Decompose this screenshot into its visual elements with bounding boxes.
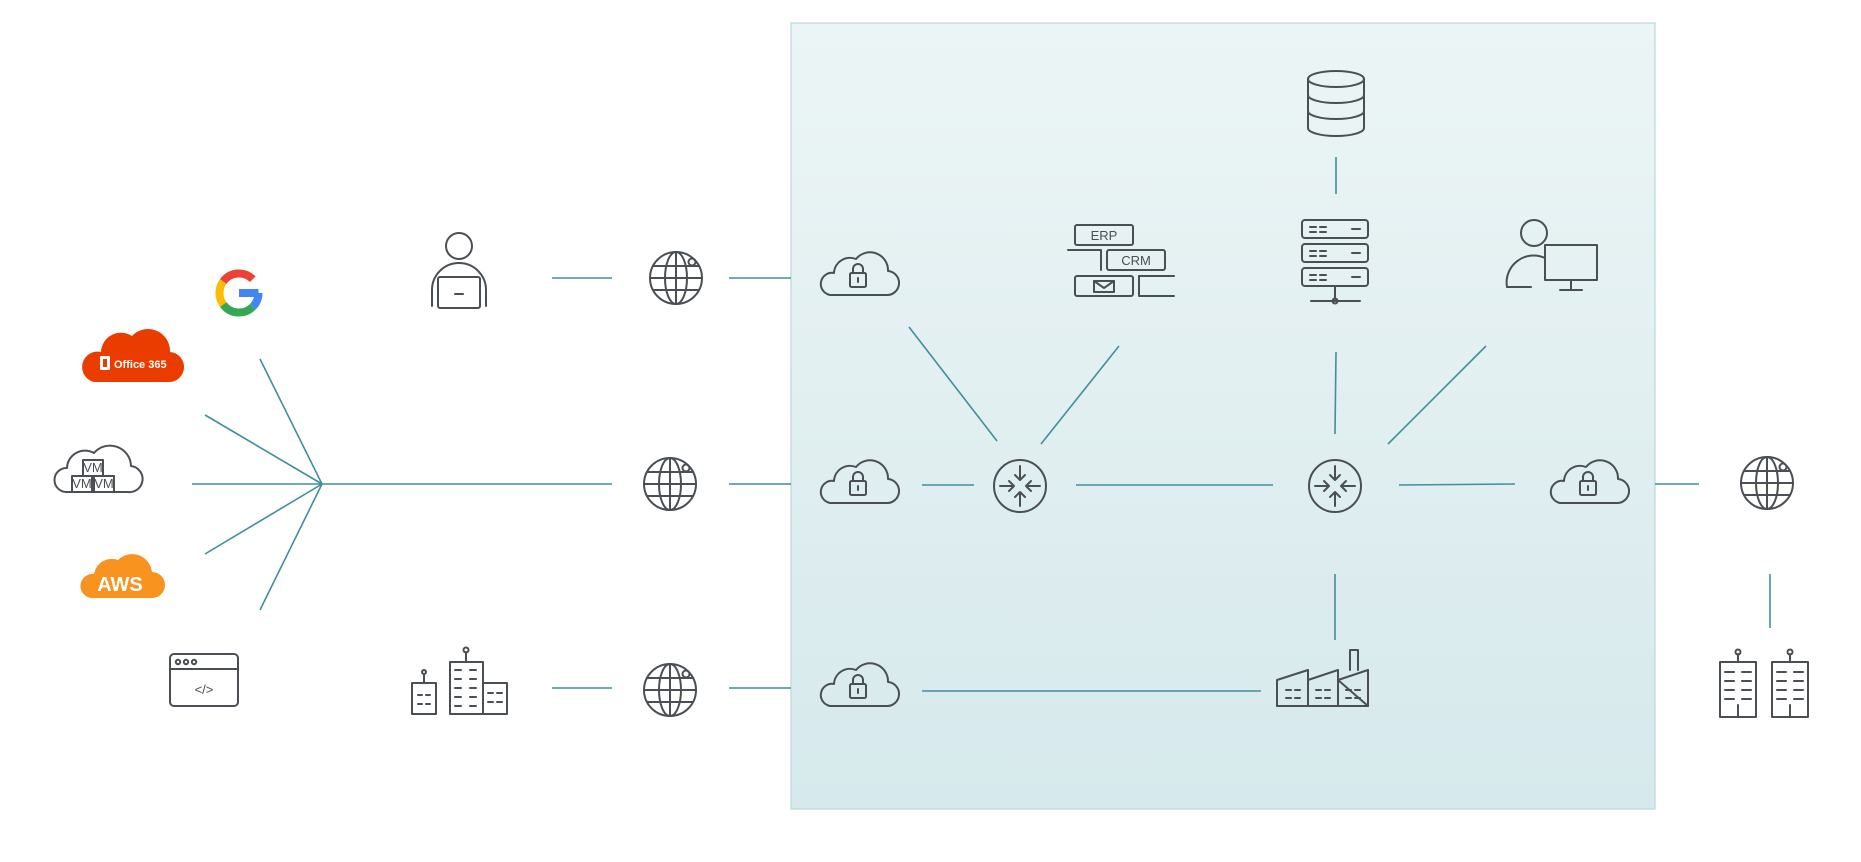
factory-icon	[1276, 649, 1369, 707]
datacenter-panel	[790, 22, 1656, 810]
crm-label: CRM	[1121, 253, 1151, 268]
connection-lines	[192, 157, 1771, 692]
globe-icon	[1740, 456, 1794, 510]
vm-label: VM	[72, 476, 92, 491]
browser-code-icon: </>	[169, 653, 239, 707]
aws-logo: AWS	[80, 554, 165, 598]
apps-erp-crm-icon: ERP CRM	[1067, 224, 1175, 297]
code-label: </>	[195, 682, 214, 697]
office365-logo: Office 365	[82, 329, 185, 383]
branch-buildings-icon	[411, 646, 508, 715]
database-icon	[1307, 70, 1365, 137]
vm-label: VM	[94, 476, 114, 491]
vm-cloud-icon: VM VM VM	[53, 444, 144, 494]
office365-label: Office 365	[114, 359, 167, 371]
google-logo	[215, 269, 263, 317]
aws-label: AWS	[97, 574, 143, 596]
server-rack-icon	[1301, 219, 1369, 305]
globe-icon	[643, 457, 697, 511]
globe-icon	[643, 663, 697, 717]
erp-label: ERP	[1091, 228, 1118, 243]
remote-user-icon	[431, 232, 487, 309]
office-towers-icon	[1719, 648, 1809, 718]
vm-label: VM	[83, 460, 103, 475]
globe-icon	[649, 251, 703, 305]
user-desktop-icon	[1505, 219, 1598, 291]
